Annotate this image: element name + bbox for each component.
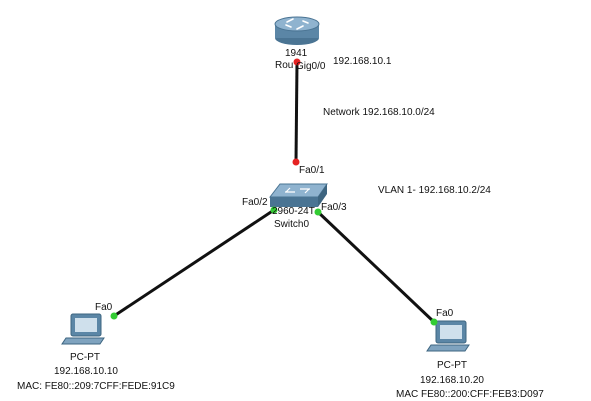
link-router-switch[interactable] — [294, 61, 299, 163]
pc1-port-label: Fa0 — [436, 308, 454, 319]
switch-port-pc1-label: Fa0/3 — [321, 202, 347, 213]
pc0-mac-label: MAC: FE80::209:7CFF:FEDE:91C9 — [17, 381, 175, 392]
pc0-ip-label: 192.168.10.10 — [54, 366, 118, 377]
router-port-label: Gig0/0 — [296, 61, 326, 72]
router-model-label: 1941 — [285, 48, 308, 59]
router-ip-label: 192.168.10.1 — [333, 56, 392, 67]
vlan-label: VLAN 1- 192.168.10.2/24 — [378, 185, 491, 196]
pc0-type-label: PC-PT — [70, 352, 100, 363]
router-name-label: Rou — [275, 60, 294, 71]
switch-port-uplink-label: Fa0/1 — [299, 165, 325, 176]
switch-icon[interactable] — [268, 183, 328, 207]
pc1-type-label: PC-PT — [437, 360, 467, 371]
switch-port-pc0-label: Fa0/2 — [242, 197, 268, 208]
port-indicator-switch-fa0-1 — [292, 158, 300, 166]
pc0-port-label: Fa0 — [95, 302, 113, 313]
pc1-ip-label: 192.168.10.20 — [420, 375, 484, 386]
switch-name-label: Switch0 — [274, 219, 310, 230]
link-switch-pc1[interactable] — [316, 210, 436, 324]
port-indicator-pc1-fa0 — [430, 318, 438, 326]
port-indicator-router-gig0-0 — [293, 58, 301, 66]
switch-model-label: 2960-24T — [272, 206, 315, 217]
pc0-icon[interactable] — [61, 313, 105, 345]
port-indicator-pc0-fa0 — [110, 312, 118, 320]
port-indicator-switch-fa0-3 — [314, 208, 322, 216]
network-label: Network 192.168.10.0/24 — [323, 107, 435, 118]
pc1-mac-label: MAC FE80::200:CFF:FEB3:D097 — [396, 389, 544, 400]
pc1-icon[interactable] — [426, 320, 470, 352]
router-icon[interactable] — [274, 16, 320, 45]
link-switch-pc0[interactable] — [113, 208, 275, 318]
port-indicator-switch-fa0-2 — [270, 206, 278, 214]
